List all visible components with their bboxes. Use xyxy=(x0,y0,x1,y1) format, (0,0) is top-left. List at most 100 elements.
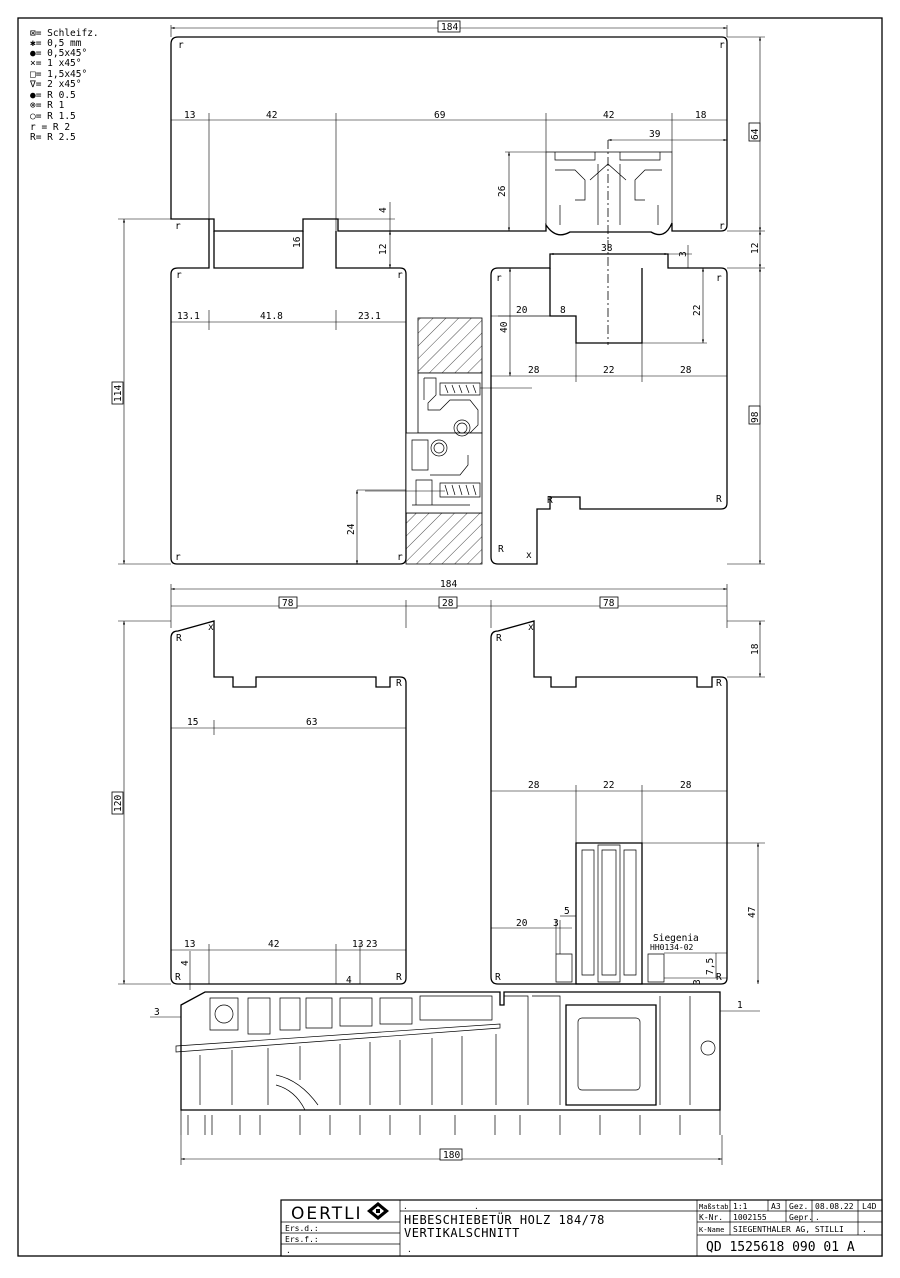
svg-text:R: R xyxy=(396,678,402,689)
dim-28b-b: 28 xyxy=(680,780,692,791)
oertli-logo-text: OERTLI xyxy=(291,1204,363,1224)
dim-20-b: 20 xyxy=(516,918,528,929)
svg-text:R: R xyxy=(176,633,182,644)
dim-4-left: 4 xyxy=(180,960,191,966)
legend-item: R= R 2.5 xyxy=(30,132,76,143)
dim-1: 1 xyxy=(737,1000,743,1011)
knr-label: K-Nr. xyxy=(699,1213,723,1222)
oertli-logo-icon xyxy=(367,1202,389,1220)
dim-41-8: 41.8 xyxy=(260,311,283,322)
dim-180: 180 xyxy=(443,1150,460,1161)
massstab-value: 1:1 xyxy=(733,1202,748,1211)
svg-text:r: r xyxy=(178,40,184,51)
svg-text:r: r xyxy=(175,221,181,232)
svg-text:R: R xyxy=(716,678,722,689)
dim-63: 63 xyxy=(306,717,317,728)
dim-3-right: 3 xyxy=(692,979,703,985)
dim-114: 114 xyxy=(113,385,124,402)
dim-18: 18 xyxy=(695,110,707,121)
kname-value: SIEGENTHALER AG, STILLI xyxy=(733,1225,844,1234)
legend: ⊠= Schleifz. ✱= 0,5 mm ●= 0,5x45° ×= 1 x… xyxy=(29,28,99,143)
legend-item: □= 1,5x45° xyxy=(30,69,87,80)
blank-dot: . xyxy=(286,1246,291,1255)
gez-label: Gez. xyxy=(789,1202,808,1211)
svg-text:x: x xyxy=(208,622,214,633)
dim-12: 12 xyxy=(378,244,389,255)
head-frame-profile: r r r r xyxy=(170,36,728,240)
seal-label-2: HH0134-02 xyxy=(650,943,694,952)
blank-dot-1: . xyxy=(403,1202,408,1211)
massstab-label: Maßstab xyxy=(699,1203,729,1211)
format-value: A3 xyxy=(771,1202,781,1211)
dim-38: 38 xyxy=(601,243,613,254)
legend-item: ●= 0,5x45° xyxy=(30,48,87,59)
gepr-value: . xyxy=(815,1213,820,1222)
svg-text:R: R xyxy=(495,972,501,983)
drawing-title-line1: HEBESCHIEBETÜR HOLZ 184/78 xyxy=(404,1211,605,1227)
svg-text:r: r xyxy=(496,273,502,284)
dim-78-left: 78 xyxy=(282,598,294,609)
blank-dot-2: . xyxy=(474,1202,479,1211)
svg-text:r: r xyxy=(719,221,725,232)
dim-22b: 22 xyxy=(603,365,614,376)
dim-5: 5 xyxy=(564,906,570,917)
svg-text:x: x xyxy=(528,622,534,633)
svg-text:r: r xyxy=(719,40,725,51)
dim-7-5: 7,5 xyxy=(705,958,716,975)
dim-8: 8 xyxy=(560,305,566,316)
svg-text:r: r xyxy=(397,270,403,281)
svg-text:R: R xyxy=(716,972,722,983)
dim-13b: 13 xyxy=(352,939,363,950)
svg-text:R: R xyxy=(547,495,553,506)
dim-42-b: 42 xyxy=(268,939,279,950)
svg-text:R: R xyxy=(498,544,504,555)
dim-47: 47 xyxy=(747,907,758,918)
dim-26: 26 xyxy=(497,185,508,197)
dim-64: 64 xyxy=(750,128,761,140)
dim-13-1: 13.1 xyxy=(177,311,200,322)
dim-120: 120 xyxy=(113,795,124,812)
middle-seal-assembly xyxy=(365,317,532,565)
legend-item: ○= R 1.5 xyxy=(30,111,76,122)
left-sash-top-profile: r r r r xyxy=(170,219,407,565)
dim-18: 18 xyxy=(750,643,761,655)
svg-text:r: r xyxy=(175,552,181,563)
dim-28a: 28 xyxy=(528,365,540,376)
svg-text:r: r xyxy=(176,270,182,281)
legend-item: ×= 1 x45° xyxy=(30,58,81,69)
dim-42b: 42 xyxy=(603,110,614,121)
threshold-profile: 180 xyxy=(175,991,723,1165)
left-sash-bottom-dimensions: 15 63 120 13 42 13 23 4 4 3 xyxy=(111,620,406,1018)
bottom-dimensions-top: 184 78 28 78 xyxy=(170,579,728,628)
dim-3-left: 3 xyxy=(154,1007,160,1018)
svg-text:R: R xyxy=(716,494,722,505)
dim-4: 4 xyxy=(378,207,389,213)
left-sash-top-dimensions: 13.1 41.8 23.1 114 24 xyxy=(111,218,406,565)
drawing-title-line2: VERTIKALSCHNITT xyxy=(404,1226,520,1240)
legend-item: ⊗= R 1 xyxy=(30,100,65,111)
dim-23-1: 23.1 xyxy=(358,311,381,322)
blank-dot-3: . xyxy=(407,1245,412,1254)
svg-text:r: r xyxy=(397,552,403,563)
dim-28b: 28 xyxy=(680,365,692,376)
blank-dot-4: . xyxy=(862,1225,867,1234)
dim-28a-b: 28 xyxy=(528,780,540,791)
date-value: 08.08.22 xyxy=(815,1202,854,1211)
dim-78-right: 78 xyxy=(603,598,615,609)
dim-3-b: 3 xyxy=(553,918,559,929)
legend-item: ●= R 0.5 xyxy=(30,90,76,101)
svg-text:R: R xyxy=(175,972,181,983)
dim-40: 40 xyxy=(499,321,510,333)
dim-22-b: 22 xyxy=(603,780,614,791)
author-value: L4D xyxy=(862,1202,877,1211)
right-sash-top-dimensions: 38 3 22 20 8 40 28 22 28 98 xyxy=(491,243,765,565)
gepr-label: Gepr. xyxy=(789,1213,813,1222)
svg-text:x: x xyxy=(526,550,532,561)
dim-20: 20 xyxy=(516,305,528,316)
dim-98: 98 xyxy=(750,411,761,423)
knr-value: 1002155 xyxy=(733,1213,767,1222)
dim-69: 69 xyxy=(434,110,446,121)
dim-13-b: 13 xyxy=(184,939,195,950)
